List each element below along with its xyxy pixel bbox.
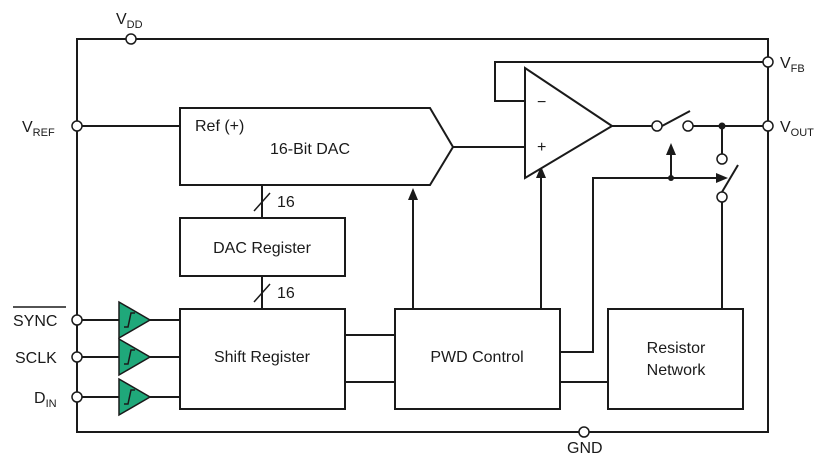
pwd-to-dac-arrow — [408, 188, 418, 309]
feedback-wire — [494, 61, 763, 102]
svg-text:Shift Register: Shift Register — [214, 349, 311, 366]
input-buffer-sclk — [82, 337, 180, 377]
svg-text:GND: GND — [567, 440, 603, 457]
svg-text:SYNC: SYNC — [13, 313, 57, 330]
input-buffer-sync — [82, 300, 180, 340]
dac-register-block: DAC Register — [179, 217, 346, 277]
svg-text:+: + — [537, 139, 546, 156]
dac-block: Ref (+) 16-Bit DAC — [82, 107, 455, 186]
output-switch — [651, 110, 694, 132]
chip-outline — [76, 38, 769, 433]
din-pin: DIN — [34, 390, 83, 410]
svg-text:16: 16 — [277, 194, 295, 211]
switch-control-wire — [560, 143, 728, 353]
dac-bus: 16 — [253, 185, 295, 218]
svg-text:VFB: VFB — [780, 55, 805, 75]
vdd-pin: VDD — [116, 11, 143, 45]
svg-text:VOUT: VOUT — [780, 119, 814, 139]
svg-text:−: − — [537, 94, 546, 111]
vfb-pin: VFB — [762, 55, 805, 75]
shunt-switch — [716, 126, 739, 309]
gnd-pin: GND — [567, 426, 603, 457]
output-amplifier: − + — [524, 66, 614, 180]
resistor-network-block: Resistor Network — [607, 308, 744, 410]
pwd-control-block: PWD Control — [394, 308, 561, 410]
vref-pin: VREF — [22, 119, 83, 139]
svg-text:16: 16 — [277, 285, 295, 302]
register-bus: 16 — [253, 276, 295, 309]
input-buffer-din — [82, 377, 180, 417]
svg-text:SCLK: SCLK — [15, 350, 57, 367]
sync-pin: SYNC — [13, 306, 83, 330]
shift-register-block: Shift Register — [179, 308, 346, 410]
svg-text:DAC Register: DAC Register — [213, 240, 311, 257]
svg-text:PWD Control: PWD Control — [430, 349, 523, 366]
svg-text:Ref (+): Ref (+) — [195, 118, 244, 135]
svg-text:VREF: VREF — [22, 119, 55, 139]
svg-text:VDD: VDD — [116, 11, 143, 31]
vout-pin: VOUT — [762, 119, 814, 139]
pwd-to-opamp-arrow — [536, 166, 546, 309]
svg-text:Resistor: Resistor — [647, 340, 706, 357]
svg-text:DIN: DIN — [34, 390, 57, 410]
svg-text:16-Bit DAC: 16-Bit DAC — [270, 141, 350, 158]
sclk-pin: SCLK — [15, 350, 83, 367]
svg-text:Network: Network — [647, 362, 707, 379]
